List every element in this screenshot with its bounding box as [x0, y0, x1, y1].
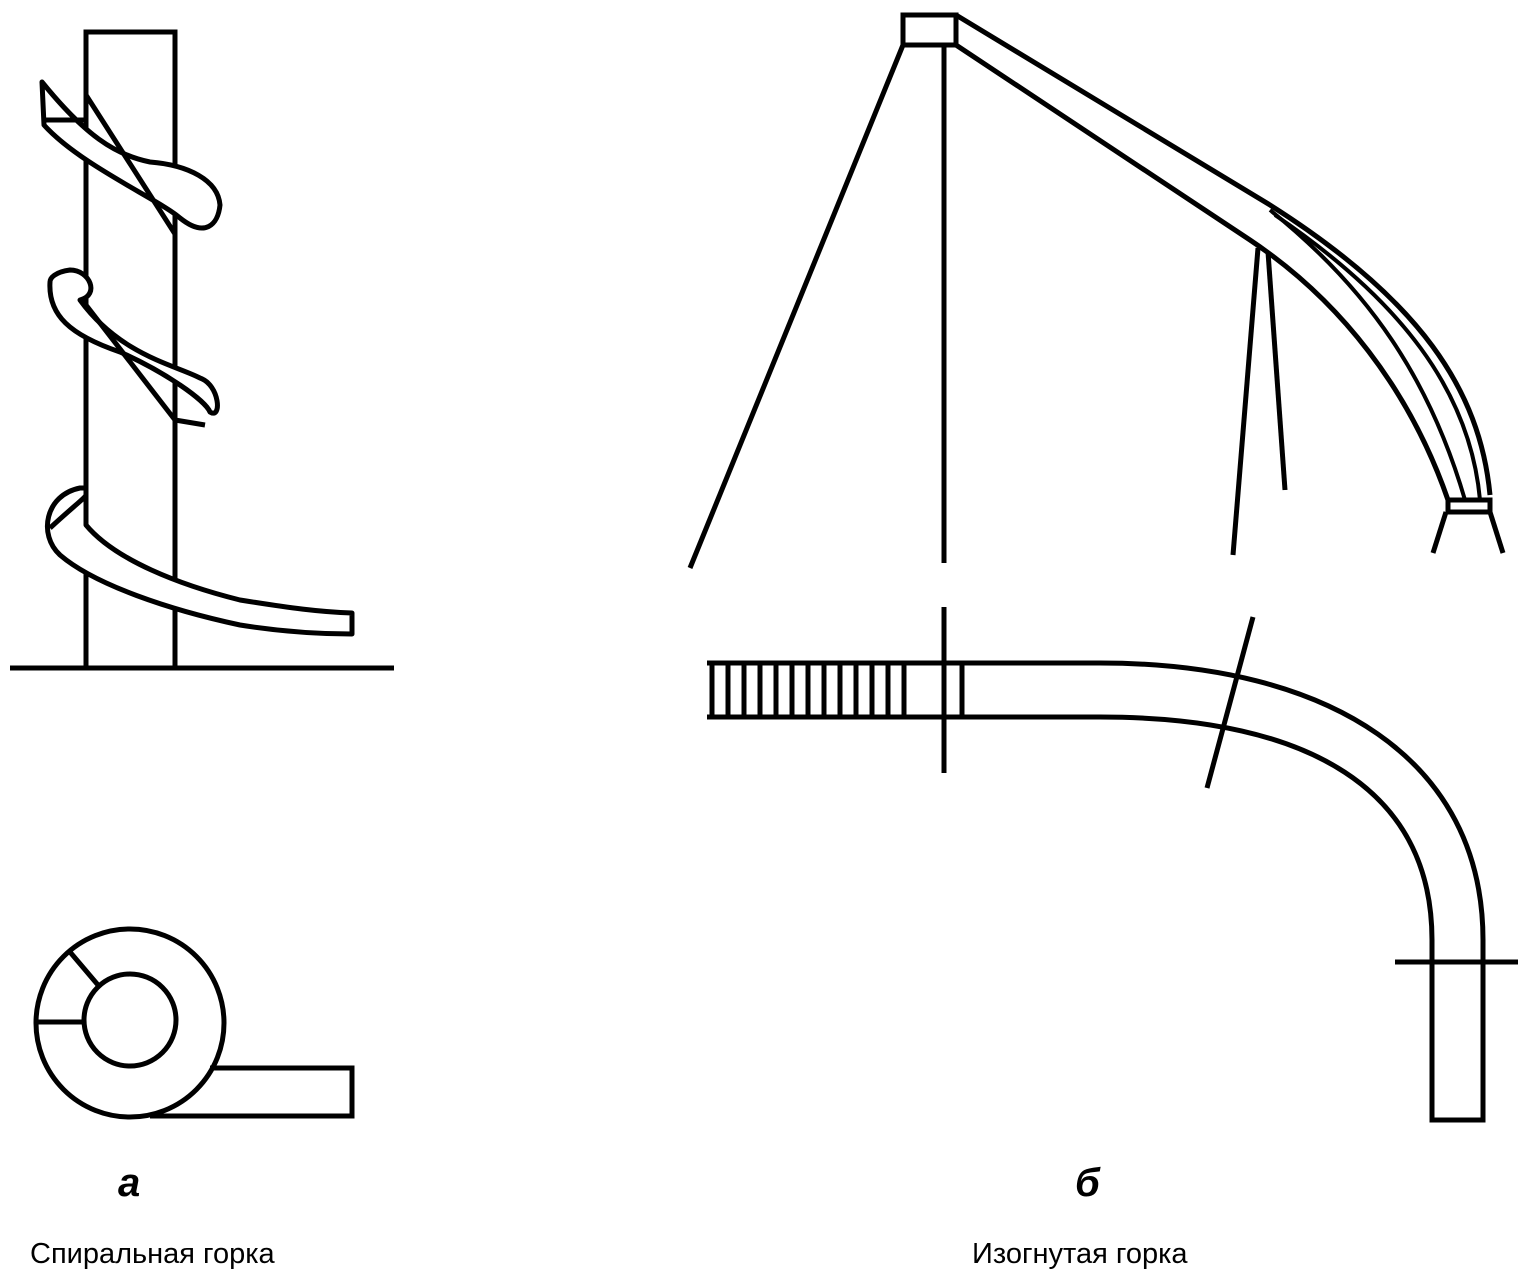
panel-a-letter: а [118, 1161, 140, 1205]
ladder-leg [687, 44, 906, 569]
curved-slide-plan-view [707, 607, 1518, 1123]
ladder-plan [707, 660, 965, 720]
spiral-start-divider [68, 950, 100, 987]
spiral-turn-3 [44, 485, 355, 637]
spiral-turn-2 [47, 267, 220, 428]
panel-b-caption: Изогнутая горка [972, 1238, 1188, 1270]
curved-slide-side-view [687, 12, 1506, 569]
spiral-turn-1 [39, 79, 223, 236]
slide-chute-side [954, 12, 1493, 515]
end-support-leg-2 [1487, 511, 1506, 554]
mid-support-axis-plan [1204, 616, 1256, 789]
end-support-leg-1 [1430, 511, 1449, 554]
slide-chute-plan [962, 660, 1486, 1123]
spiral-slide-side-view [10, 29, 394, 671]
spiral-inner-ring [81, 971, 179, 1069]
spiral-slide-plan-view [33, 926, 355, 1120]
mid-support-leg-2 [1265, 251, 1288, 491]
panel-a-caption: Спиральная горка [30, 1238, 276, 1270]
panel-b-letter: б [1075, 1161, 1101, 1205]
top-platform [900, 12, 959, 48]
mid-support-leg-1 [1230, 247, 1261, 556]
spiral-runout-plan [150, 1065, 355, 1119]
